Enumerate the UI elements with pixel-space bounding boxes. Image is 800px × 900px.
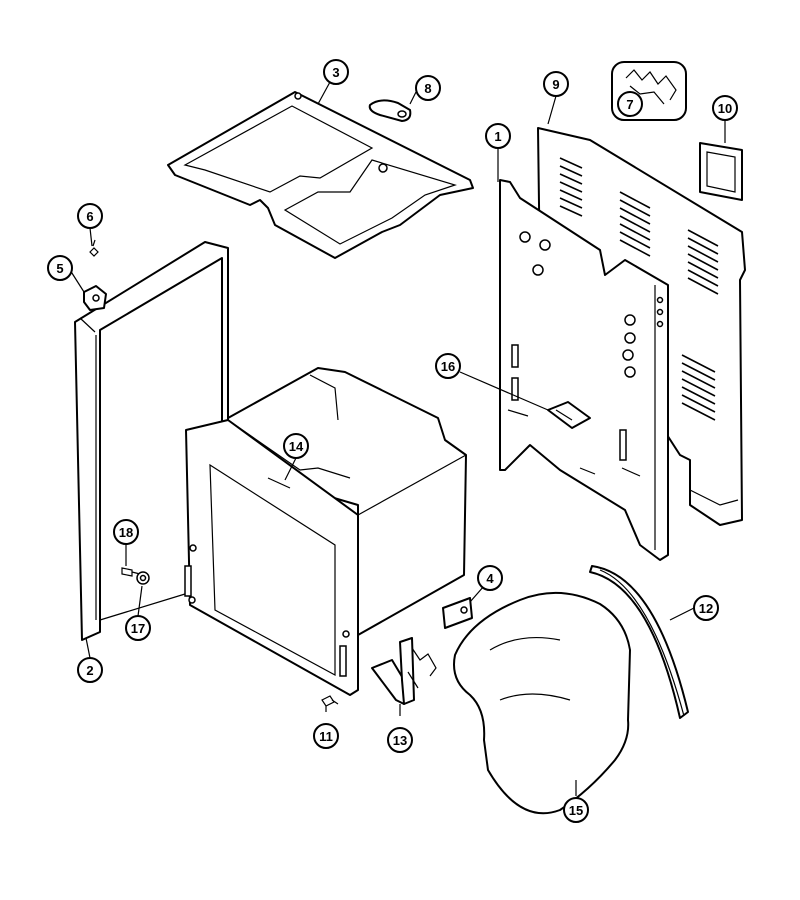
callout-11: 11: [313, 723, 339, 749]
callout-3-label: 3: [332, 65, 339, 80]
back-panel-vents: [559, 157, 719, 421]
callout-4-label: 4: [486, 571, 494, 586]
part-bracket: [442, 597, 473, 629]
part-insulation: [453, 591, 631, 815]
callout-16-label: 16: [441, 359, 455, 374]
callout-17-label: 17: [131, 621, 145, 636]
callout-7-label: 7: [626, 97, 633, 112]
callout-9-label: 9: [552, 77, 559, 92]
leader-lines: [69, 81, 726, 796]
callout-4: 4: [477, 565, 503, 591]
callout-10: 10: [712, 95, 738, 121]
callout-18-label: 18: [119, 525, 133, 540]
callout-14-label: 14: [289, 439, 304, 454]
callout-11-label: 11: [319, 729, 333, 744]
part-hinge: [371, 637, 437, 705]
callout-15-label: 15: [569, 803, 583, 818]
part-small-panel: [699, 142, 743, 201]
part-screw-6: [89, 239, 99, 257]
part-small-clip: [83, 285, 107, 311]
callout-13-label: 13: [393, 733, 407, 748]
callout-1: 1: [485, 123, 511, 149]
part-screw-11: [321, 695, 339, 707]
callout-15: 15: [563, 797, 589, 823]
callout-17: 17: [125, 615, 151, 641]
part-gasket-strip: [589, 565, 689, 719]
callout-5: 5: [47, 255, 73, 281]
part-door-frame: [74, 241, 229, 641]
callout-2-label: 2: [86, 663, 93, 678]
callout-9: 9: [543, 71, 569, 97]
part-plug: [368, 99, 412, 122]
callout-8: 8: [415, 75, 441, 101]
part-small-bracket: [547, 401, 591, 429]
callout-13: 13: [387, 727, 413, 753]
callout-14: 14: [283, 433, 309, 459]
callout-6: 6: [77, 203, 103, 229]
callout-10-label: 10: [718, 101, 732, 116]
part-inner-back-panel: [499, 179, 669, 561]
part-oven-cavity: [184, 367, 467, 696]
part-grommet: [136, 571, 150, 585]
part-top-panel: [167, 91, 474, 259]
callout-3: 3: [323, 59, 349, 85]
callout-16: 16: [435, 353, 461, 379]
callout-5-label: 5: [56, 261, 63, 276]
callout-2: 2: [77, 657, 103, 683]
callout-1-label: 1: [494, 129, 501, 144]
callout-18: 18: [113, 519, 139, 545]
callout-12-label: 12: [699, 601, 713, 616]
callout-12: 12: [693, 595, 719, 621]
callout-6-label: 6: [86, 209, 93, 224]
callout-7: 7: [617, 91, 643, 117]
callout-8-label: 8: [424, 81, 431, 96]
